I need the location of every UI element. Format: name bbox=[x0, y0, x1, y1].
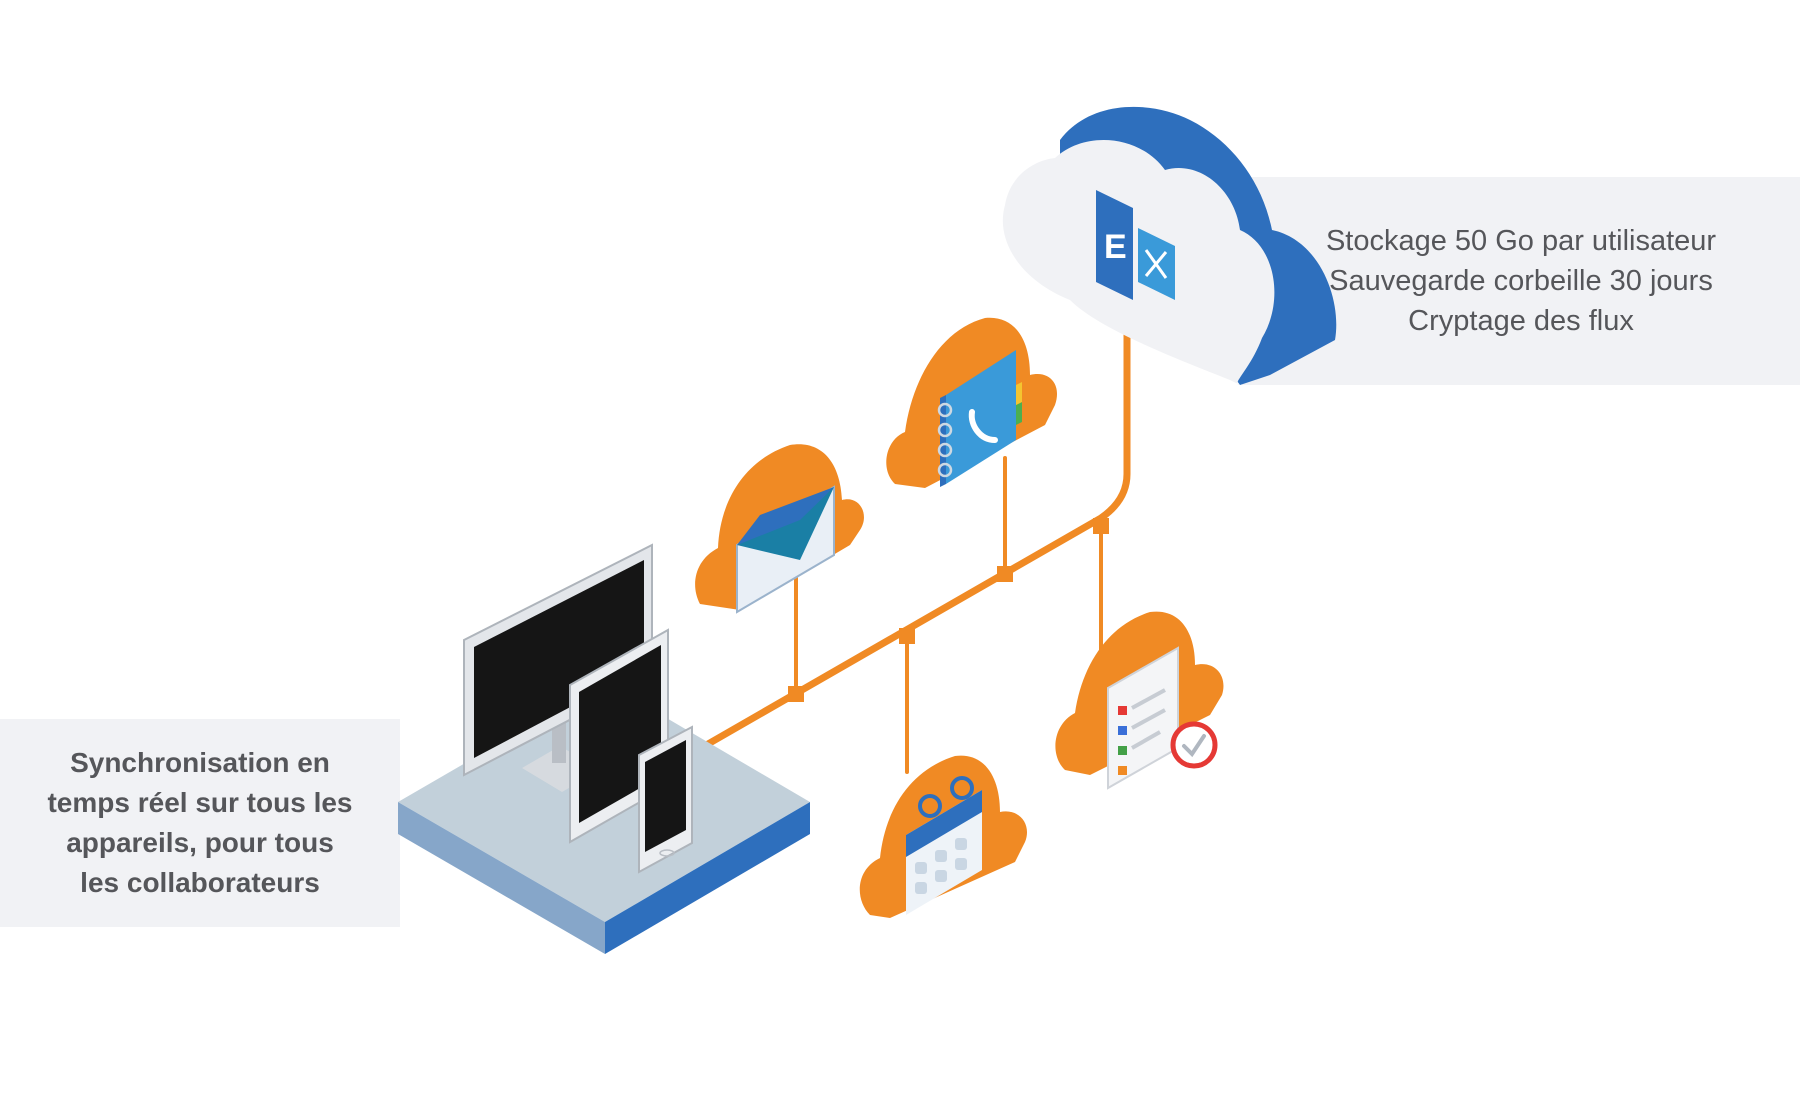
sync-line: les collaborateurs bbox=[80, 867, 320, 898]
task-line bbox=[1131, 688, 1166, 710]
calendar-ring bbox=[918, 794, 942, 818]
address-book-tab bbox=[1016, 402, 1022, 425]
calendar-day bbox=[915, 882, 927, 894]
main-pipe bbox=[704, 314, 1131, 748]
connection-lines bbox=[704, 314, 1131, 774]
sync-line: appareils, pour tous bbox=[66, 827, 334, 858]
binder-ring bbox=[937, 422, 953, 438]
feature-line: Sauvegarde corbeille 30 jours bbox=[1329, 265, 1713, 297]
sync-line: temps réel sur tous les bbox=[47, 787, 353, 818]
calendar-day bbox=[935, 850, 947, 862]
platform-right-side bbox=[605, 802, 810, 954]
task-line bbox=[1131, 708, 1166, 730]
feature-line: Stockage 50 Go par utilisateur bbox=[1325, 225, 1717, 257]
calendar-cloud bbox=[859, 755, 1028, 918]
binder-ring bbox=[937, 442, 953, 458]
calendar-rings bbox=[918, 776, 974, 818]
task-checkbox bbox=[1118, 726, 1127, 735]
calendar-icon bbox=[906, 790, 982, 857]
phone-screen bbox=[645, 740, 686, 852]
task-checkbox bbox=[1118, 706, 1127, 715]
contacts-cloud bbox=[886, 317, 1058, 488]
calendar-day bbox=[955, 838, 967, 850]
monitor-device bbox=[463, 543, 653, 792]
exchange-logo-icon bbox=[1096, 190, 1133, 300]
calendar-day bbox=[935, 870, 947, 882]
calendar-day bbox=[955, 858, 967, 870]
platform-left-side bbox=[398, 802, 605, 954]
exchange-logo-letter: E bbox=[1104, 228, 1127, 266]
smartphone-device bbox=[638, 725, 693, 874]
tasks-cloud bbox=[1055, 611, 1224, 790]
mail-envelope-fold bbox=[737, 487, 834, 545]
calendar-ring bbox=[950, 776, 974, 800]
address-book-tab bbox=[1016, 382, 1022, 405]
task-check-mark bbox=[1182, 734, 1206, 758]
binder-ring bbox=[937, 462, 953, 478]
junction-node bbox=[788, 686, 804, 702]
phone-handset-icon bbox=[968, 409, 998, 443]
junction-node bbox=[1093, 518, 1109, 534]
phone-home-button bbox=[659, 849, 675, 857]
address-book-icon bbox=[946, 350, 1016, 484]
task-checkbox bbox=[1118, 766, 1127, 775]
task-checkbox bbox=[1118, 746, 1127, 755]
junction-node bbox=[997, 566, 1013, 582]
calendar-day bbox=[915, 862, 927, 874]
mail-cloud bbox=[695, 444, 864, 614]
task-checkboxes bbox=[1118, 688, 1166, 775]
sync-panel: Synchronisation en temps réel sur tous l… bbox=[0, 719, 400, 927]
features-panel: Stockage 50 Go par utilisateur Sauvegard… bbox=[1242, 177, 1800, 385]
sync-line: Synchronisation en bbox=[70, 747, 330, 778]
binder-ring bbox=[937, 402, 953, 418]
junction-node bbox=[899, 628, 915, 644]
exchange-cloud: E bbox=[1002, 106, 1337, 385]
monitor-screen bbox=[474, 560, 644, 758]
feature-line: Cryptage des flux bbox=[1408, 305, 1634, 337]
task-check-badge-icon bbox=[1170, 721, 1218, 769]
calendar-grid bbox=[915, 838, 967, 894]
address-book-rings bbox=[937, 402, 953, 478]
exchange-logo-arrow-glyph bbox=[1144, 249, 1168, 279]
task-line bbox=[1131, 730, 1161, 750]
